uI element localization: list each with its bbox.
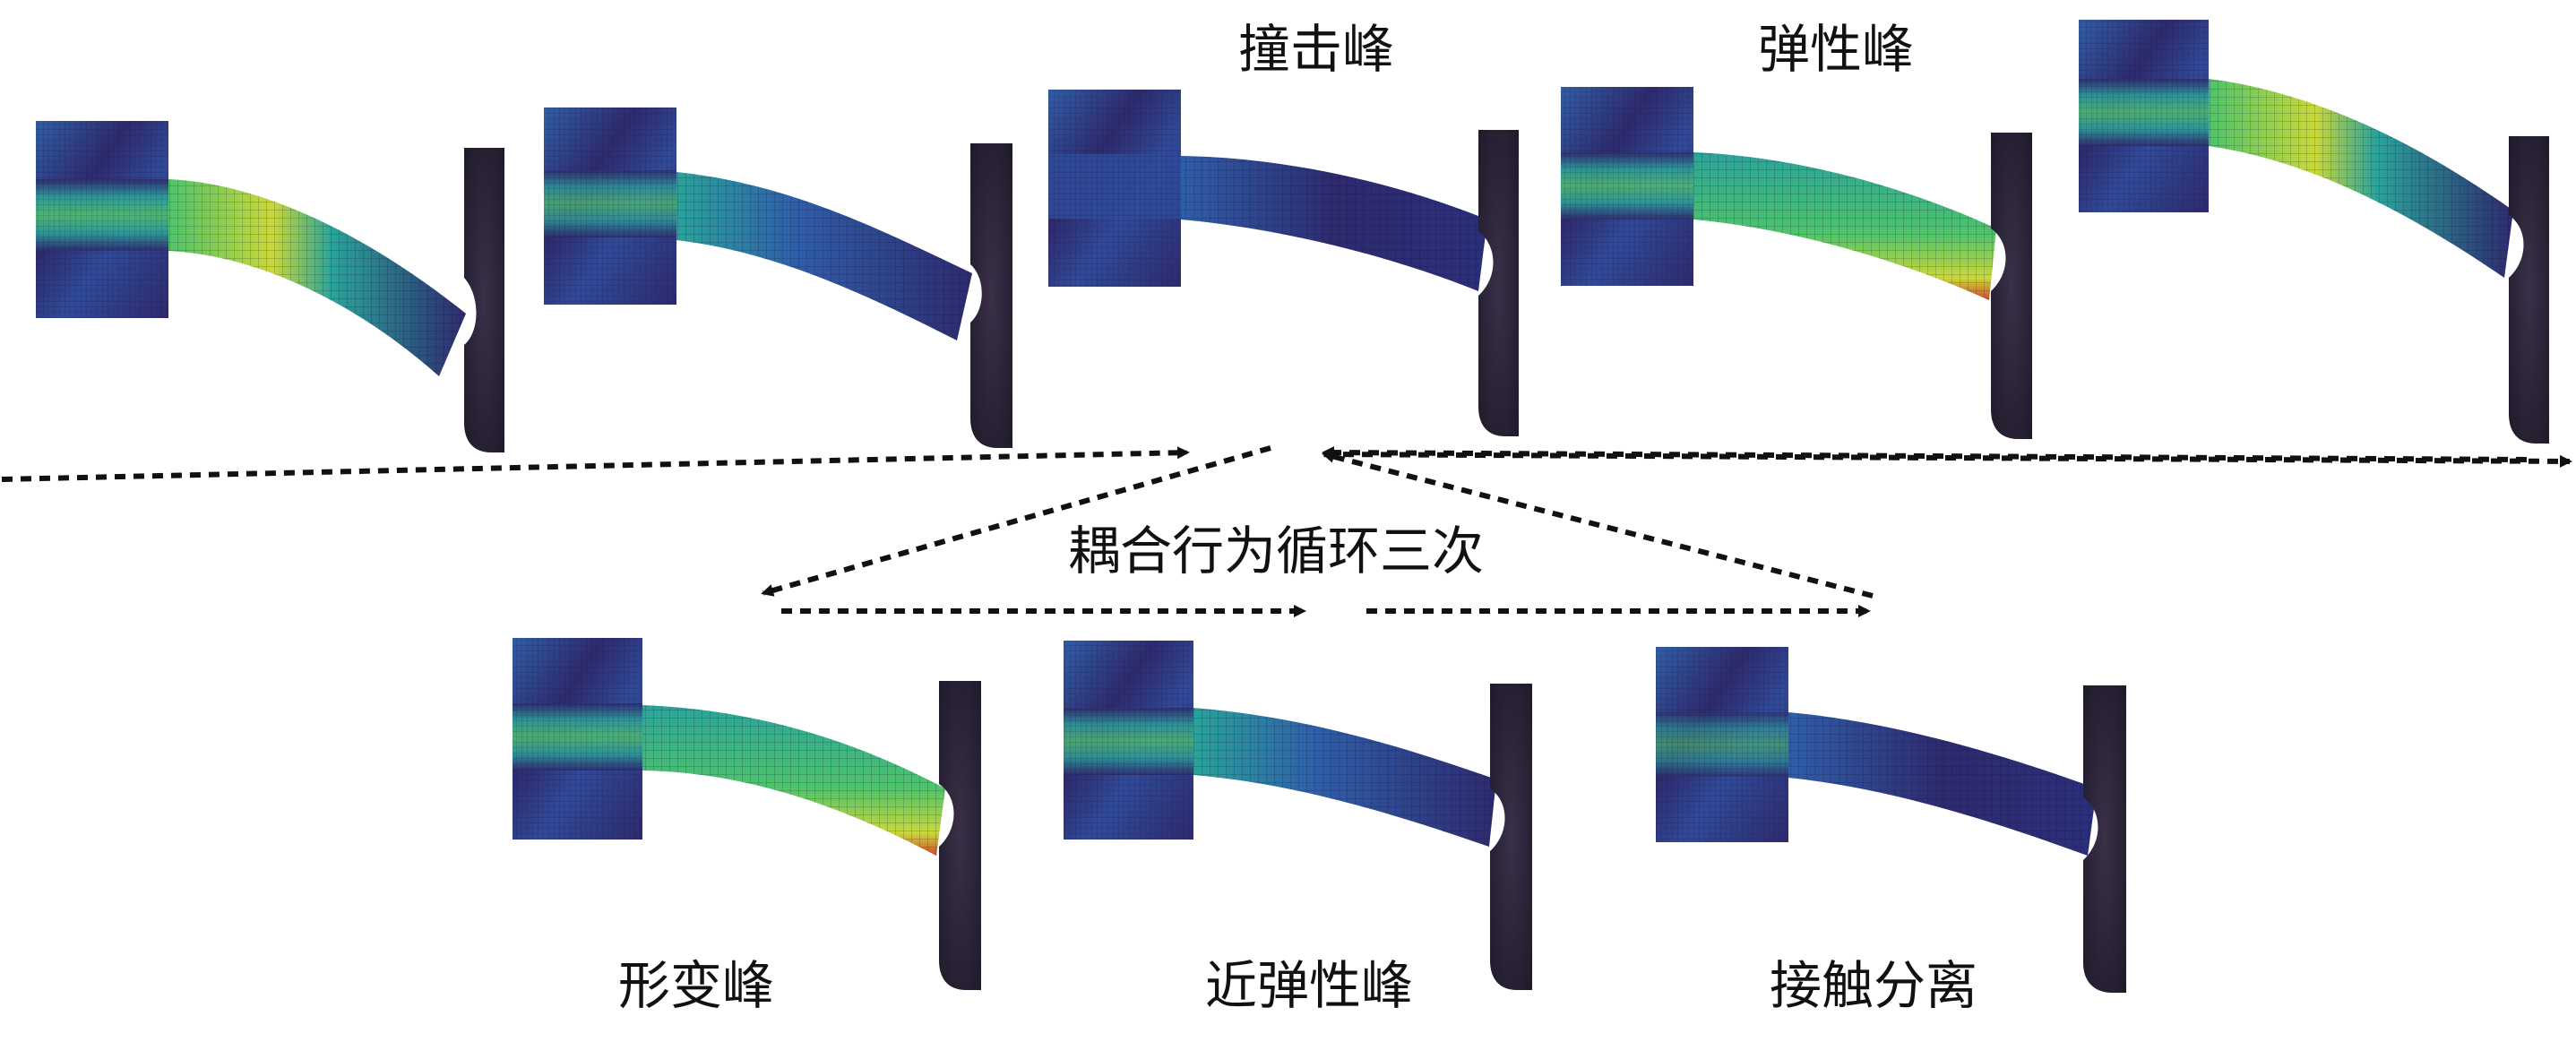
simulation-frame-4 bbox=[1561, 87, 2032, 439]
simulation-frame-1 bbox=[36, 121, 504, 452]
cantilever-beam-mesh bbox=[642, 705, 945, 856]
rigid-wall bbox=[2509, 136, 2549, 443]
arrow-timeline-left bbox=[1, 446, 1190, 482]
rigid-wall bbox=[970, 143, 1012, 448]
label-contact-separation: 接触分离 bbox=[1770, 955, 1977, 1016]
clamp-mid-band-mesh bbox=[1064, 708, 1193, 775]
rigid-wall bbox=[1490, 684, 1532, 990]
cantilever-beam-mesh bbox=[2209, 79, 2513, 278]
simulation-frame-7 bbox=[1064, 641, 1532, 990]
rigid-wall bbox=[464, 148, 504, 452]
arrow-timeline-right-end bbox=[1323, 452, 2572, 468]
simulation-frame-3 bbox=[1048, 90, 1519, 436]
simulation-frame-8 bbox=[1656, 647, 2126, 993]
flow-arrows bbox=[1, 445, 2572, 617]
cantilever-beam-mesh bbox=[676, 172, 972, 340]
rigid-wall bbox=[939, 681, 981, 990]
arrow-timeline-right bbox=[1322, 446, 2528, 462]
arrow-cycle-up-right bbox=[1322, 450, 1874, 599]
clamp-mid-band-mesh bbox=[544, 170, 676, 237]
cantilever-beam-mesh bbox=[1693, 152, 1996, 300]
simulation-frame-6 bbox=[513, 638, 981, 990]
cantilever-beam-mesh bbox=[168, 179, 466, 376]
arrow-cycle-down-left bbox=[761, 445, 1271, 597]
clamp-mid-band-mesh bbox=[2079, 79, 2209, 146]
rigid-wall bbox=[2083, 685, 2126, 993]
clamp-mid-band-mesh bbox=[36, 179, 168, 251]
rigid-wall bbox=[1478, 130, 1519, 436]
clamp-mid-band-mesh bbox=[1561, 152, 1693, 220]
simulation-frame-5 bbox=[2079, 20, 2549, 443]
label-cycle-note: 耦合行为循环三次 bbox=[1068, 521, 1484, 581]
label-elastic-peak: 弹性峰 bbox=[1758, 19, 1914, 80]
simulation-frame-2 bbox=[544, 108, 1012, 448]
cantilever-beam-mesh bbox=[1788, 712, 2097, 856]
clamp-mid-band-mesh bbox=[513, 703, 642, 771]
clamp-mid-band-mesh bbox=[1656, 712, 1788, 777]
cantilever-beam-mesh bbox=[1193, 708, 1496, 847]
clamp-mid-band-mesh bbox=[1048, 154, 1181, 219]
rigid-wall bbox=[1991, 133, 2032, 439]
label-impact-peak: 撞击峰 bbox=[1238, 19, 1394, 80]
cantilever-beam-mesh bbox=[1181, 156, 1487, 291]
label-near-elastic-peak: 近弹性峰 bbox=[1205, 955, 1413, 1016]
label-deformation-peak: 形变峰 bbox=[618, 955, 774, 1016]
